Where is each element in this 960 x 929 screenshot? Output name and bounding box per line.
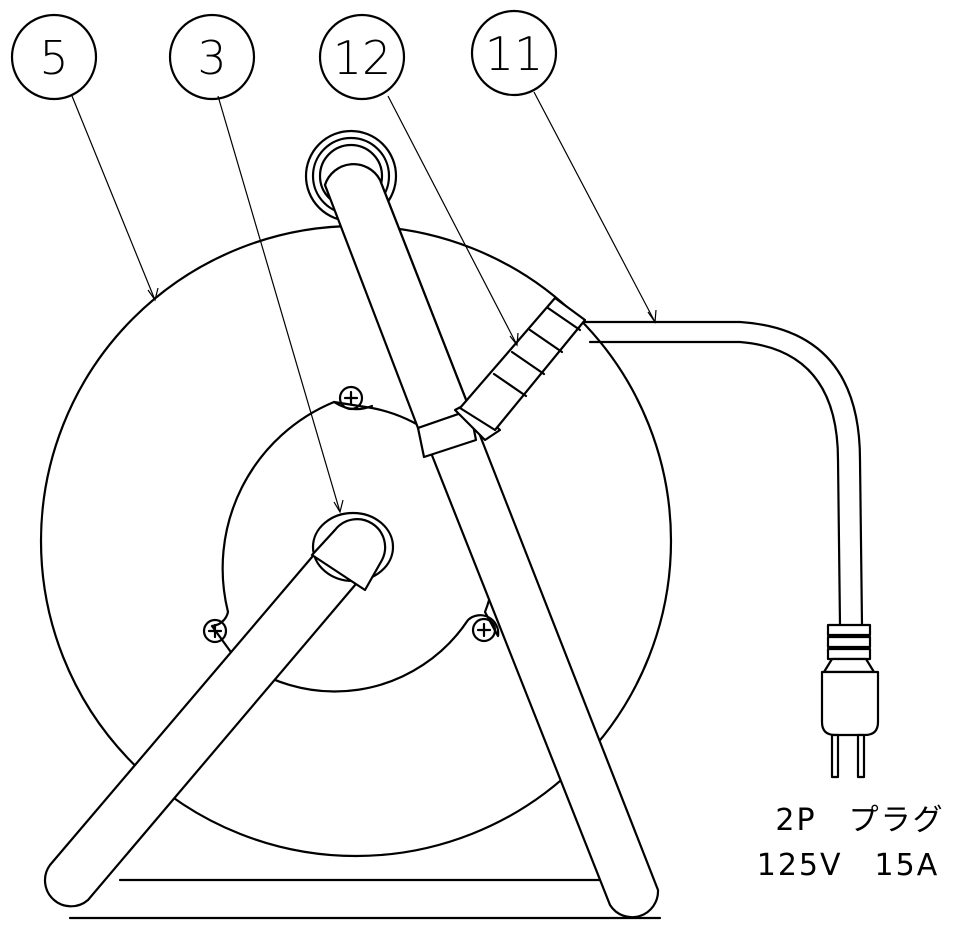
callout-12-label: 12 [333,31,392,85]
cord-bushing [416,296,587,459]
stand-base-bar [68,878,662,920]
power-cord [583,320,864,627]
callout-3-label: 3 [197,31,226,85]
phillips-screw-icon [471,617,497,643]
phillips-screw-icon [202,618,228,644]
callout-12: 12 [318,13,406,101]
callout-11-label: 11 [485,27,544,81]
leader-lines [71,91,657,514]
callout-5-label: 5 [39,31,68,85]
plug-spec-line1: 2P プラグ [775,803,944,838]
callout-3: 3 [168,13,256,101]
phillips-screw-icon [338,385,364,411]
callout-5: 5 [10,13,98,101]
plug [820,623,880,779]
axle-boss [310,511,395,592]
callout-11: 11 [470,9,558,97]
plug-spec-line2: 125V 15A [757,848,939,883]
